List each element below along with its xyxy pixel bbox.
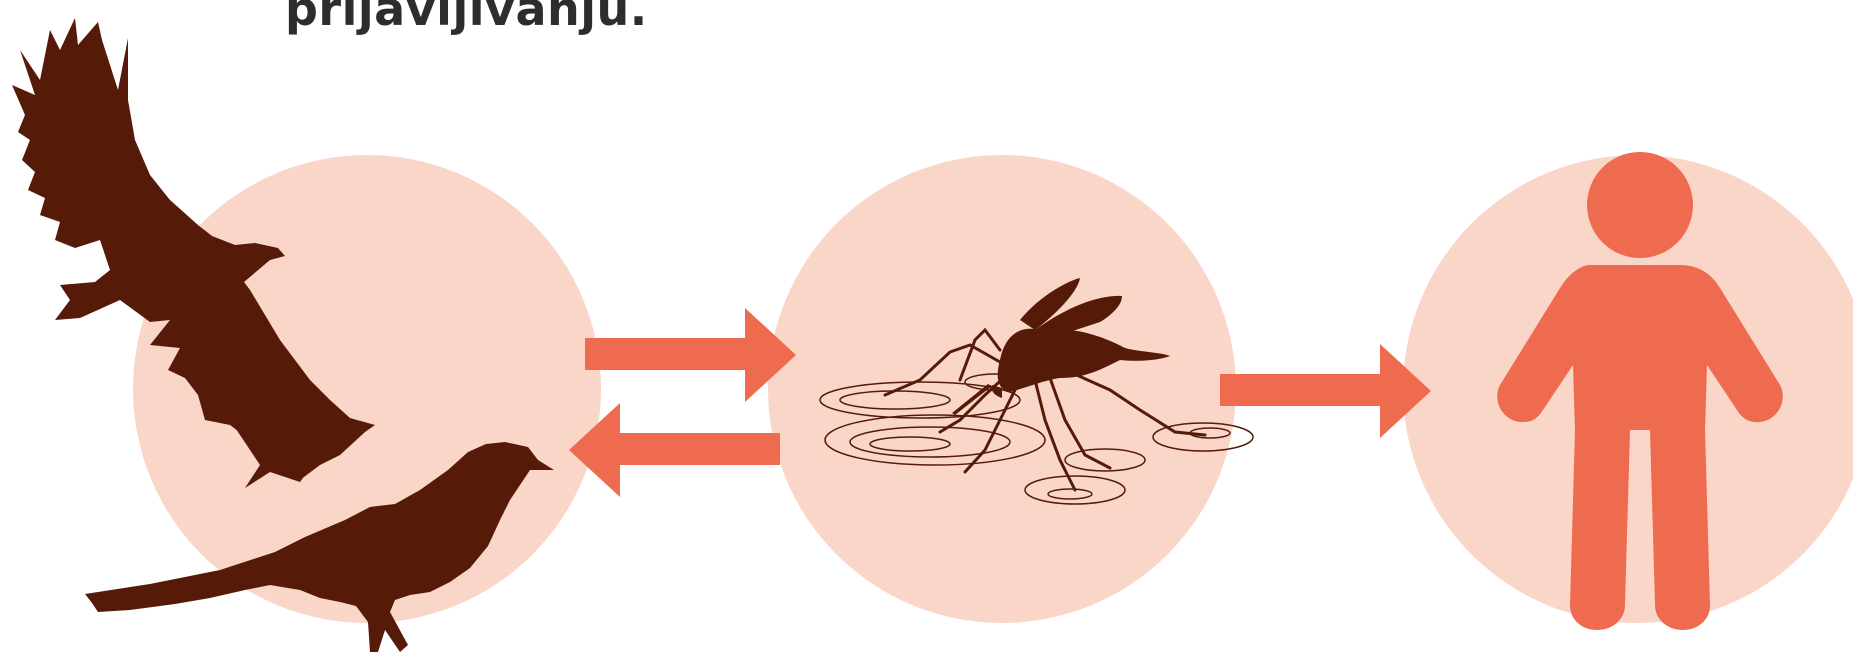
arrow-bird-to-mosquito (585, 308, 796, 402)
arrow-mosquito-to-bird (569, 403, 780, 497)
arrow-mosquito-to-human (1220, 344, 1431, 438)
